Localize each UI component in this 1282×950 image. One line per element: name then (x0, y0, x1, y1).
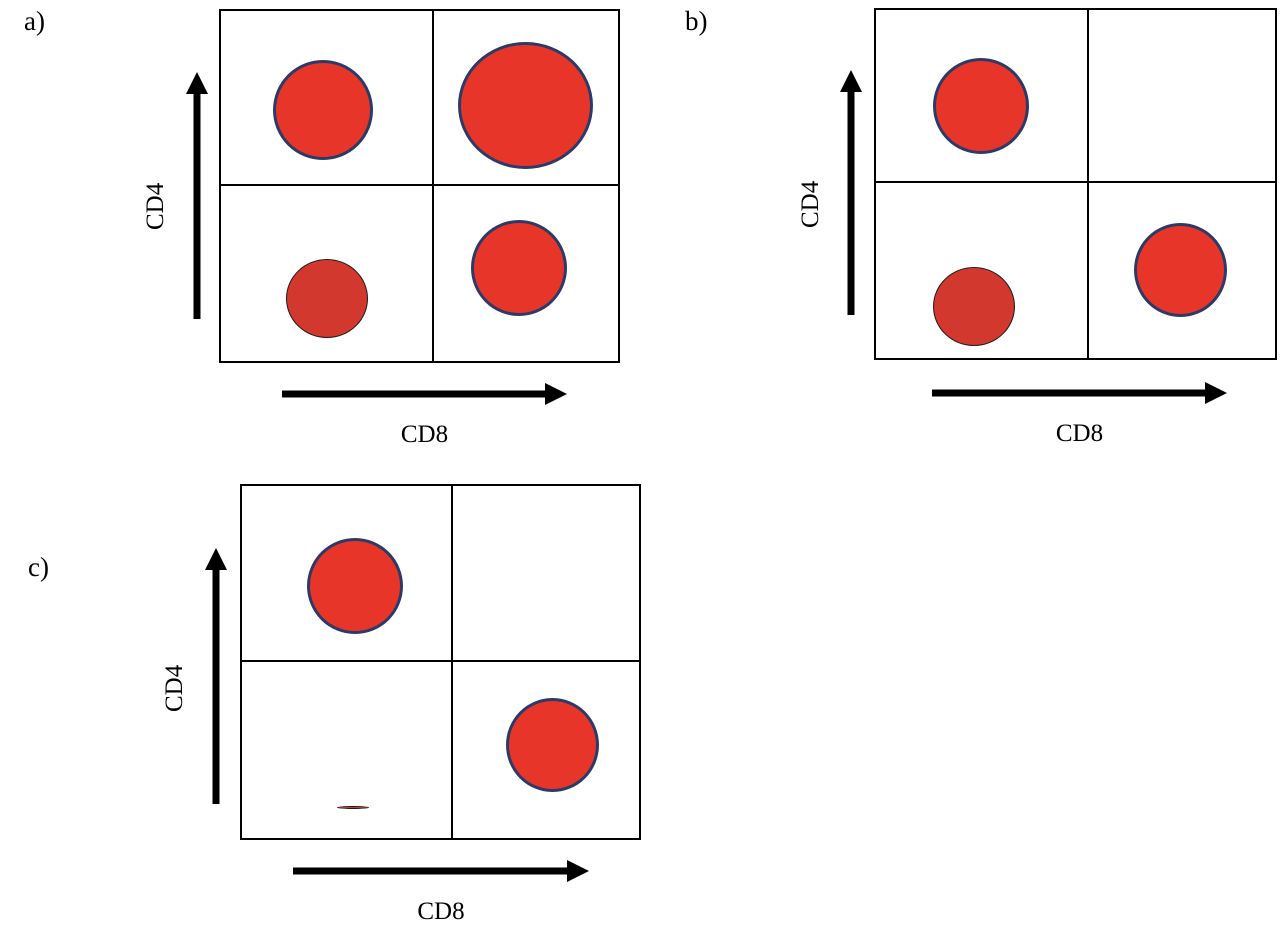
panel-c-x-axis-label: CD8 (417, 898, 465, 925)
panel-b-y-arrowhead (840, 70, 862, 92)
panel-b-horizontal-divider (876, 181, 1275, 183)
panel-c-population-upper-left (307, 538, 403, 634)
panel-a-population-lower-right (471, 220, 567, 316)
panel-b-vertical-divider (1087, 10, 1089, 358)
panel-b-x-arrowhead (1205, 382, 1227, 404)
panel-c-horizontal-divider (242, 660, 639, 662)
panel-b-y-shaft (847, 88, 855, 315)
panel-b-plot-box (874, 8, 1277, 360)
panel-a-letter: a) (24, 6, 45, 36)
panel-c-population-lower-left-collapsed (337, 806, 369, 809)
panel-a: a) CD4 CD8 (0, 0, 660, 460)
panel-c-plot-box (240, 484, 641, 840)
panel-a-plot-box (219, 9, 620, 363)
panel-c-y-axis-arrow (205, 548, 227, 804)
panel-a-population-lower-left (286, 259, 368, 338)
panel-c-y-arrowhead (205, 548, 227, 570)
panel-b-y-axis-arrow (840, 70, 862, 315)
panel-a-horizontal-divider (221, 184, 618, 186)
panel-a-population-upper-left (273, 60, 373, 160)
panel-a-y-shaft (193, 90, 201, 319)
panel-c: c) CD4 CD8 (0, 460, 700, 950)
panel-b-x-shaft (932, 389, 1209, 397)
panel-a-y-axis-label: CD4 (142, 182, 169, 230)
panel-c-x-shaft (293, 867, 571, 875)
panel-a-y-arrowhead (186, 72, 208, 94)
panel-a-x-arrowhead (545, 383, 567, 405)
panel-b-population-upper-left (933, 58, 1029, 154)
panel-c-population-lower-right (506, 698, 599, 792)
panel-a-x-axis-label: CD8 (400, 421, 449, 448)
panel-c-vertical-divider (451, 486, 453, 838)
panel-a-x-axis-arrow (282, 383, 567, 405)
panel-a-population-upper-right (458, 42, 593, 169)
panel-b-population-lower-right (1134, 223, 1227, 317)
panel-c-letter: c) (28, 552, 49, 582)
panel-b-x-axis-label: CD8 (1055, 420, 1104, 447)
panel-b-population-lower-left (933, 267, 1015, 346)
panel-a-x-shaft (282, 390, 549, 398)
panel-c-x-axis-arrow (293, 860, 589, 882)
panel-c-y-shaft (212, 566, 220, 804)
panel-a-y-axis-arrow (186, 72, 208, 319)
panel-b-letter: b) (685, 6, 708, 36)
panel-b-y-axis-label: CD4 (797, 180, 824, 228)
panel-b-x-axis-arrow (932, 382, 1227, 404)
panel-c-x-arrowhead (567, 860, 589, 882)
panel-a-vertical-divider (432, 11, 434, 361)
panel-c-y-axis-label: CD4 (161, 664, 188, 712)
panel-b: b) CD4 CD8 (660, 0, 1282, 460)
